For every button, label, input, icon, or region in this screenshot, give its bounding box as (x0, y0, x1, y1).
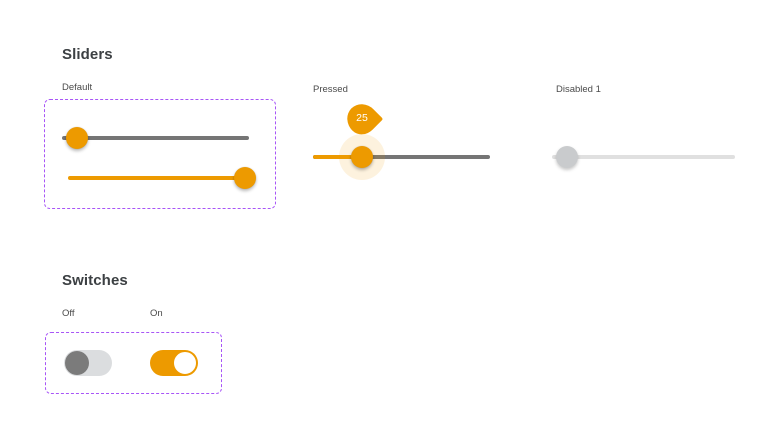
switches-section-title: Switches (62, 272, 128, 289)
slider-disabled-1 (552, 137, 735, 177)
switch-on[interactable] (150, 350, 198, 376)
switch-label-off: Off (62, 308, 75, 319)
switch-off[interactable] (64, 350, 112, 376)
slider-pressed[interactable] (313, 134, 490, 180)
sliders-section-title: Sliders (62, 46, 113, 63)
slider-track-inactive[interactable] (313, 155, 490, 159)
slider-label-default: Default (62, 82, 93, 93)
slider-value-tooltip: 25 (340, 97, 384, 141)
default-sliders-highlight-frame (44, 99, 276, 209)
switches-highlight-frame (45, 332, 222, 394)
slider-track[interactable] (62, 136, 249, 140)
slider-track[interactable] (68, 176, 245, 180)
switch-knob[interactable] (65, 351, 89, 375)
slider-default-high[interactable] (68, 158, 256, 198)
slider-label-disabled-1: Disabled 1 (556, 84, 601, 95)
switch-label-on: On (150, 308, 163, 319)
slider-thumb (556, 146, 578, 168)
slider-track-active[interactable] (313, 155, 362, 159)
slider-thumb[interactable] (66, 127, 88, 149)
slider-track (552, 155, 735, 159)
switch-knob[interactable] (173, 351, 197, 375)
slider-default-low[interactable] (62, 118, 249, 158)
slider-thumb[interactable] (234, 167, 256, 189)
slider-label-pressed: Pressed (313, 84, 348, 95)
slider-value-text: 25 (356, 112, 368, 124)
slider-thumb[interactable] (351, 146, 373, 168)
